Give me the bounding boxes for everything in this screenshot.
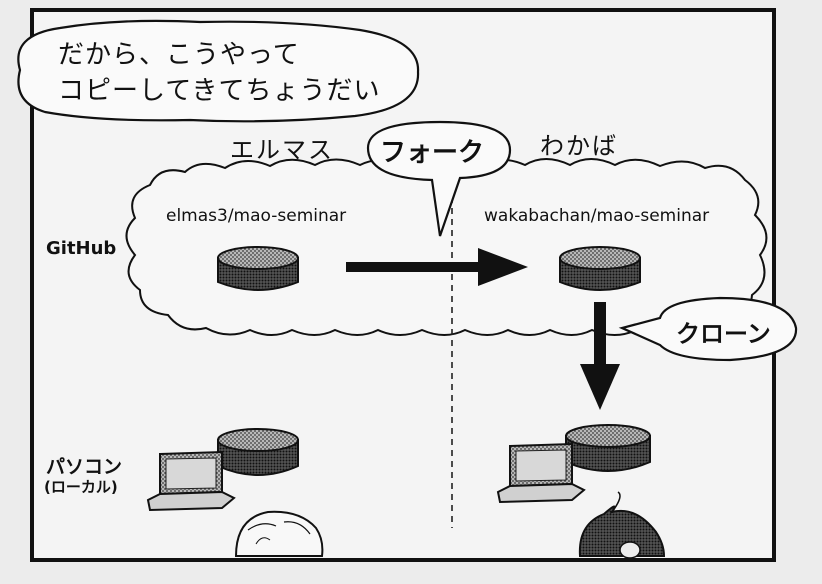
narrator-line-2: コピーしてきてちょうだい (58, 76, 381, 106)
repo-cylinder-right (559, 246, 641, 291)
laptop-icon-right (496, 442, 586, 504)
fork-label: フォーク (380, 138, 485, 168)
laptop-icon-left (146, 450, 236, 512)
local-repo-cylinder-right (565, 424, 651, 472)
narrator-bubble (17, 19, 420, 123)
repo-cylinder-left (217, 246, 299, 291)
repo-name-left: elmas3/mao-seminar (166, 206, 347, 226)
repo-name-right: wakabachan/mao-seminar (484, 206, 710, 226)
github-label: GitHub (46, 238, 117, 259)
owner-label-left: エルマス (230, 136, 334, 164)
narrator-line-1: だから、こうやって (58, 40, 300, 70)
character-head-right (578, 491, 666, 559)
character-head-left (234, 510, 324, 557)
fork-arrow (346, 248, 528, 286)
clone-label: クローン (676, 320, 771, 348)
local-label: パソコン (46, 456, 123, 478)
owner-label-right: わかば (540, 132, 618, 160)
local-sublabel: (ローカル) (44, 478, 118, 496)
clone-arrow (580, 302, 620, 410)
clone-bubble (618, 296, 798, 362)
fork-bubble (366, 120, 512, 237)
local-repo-cylinder-left (217, 428, 299, 476)
